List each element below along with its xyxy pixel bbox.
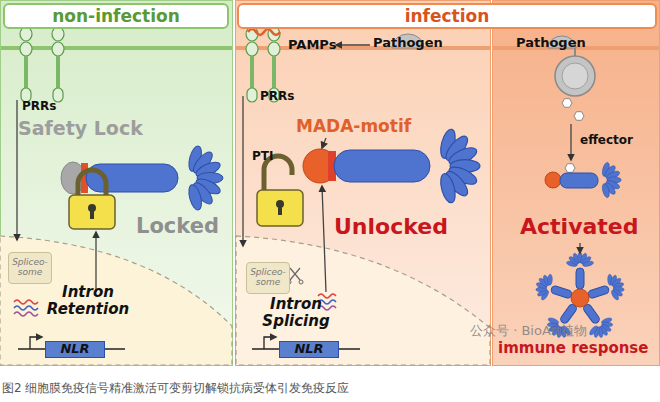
node-text: NLR — [294, 342, 323, 356]
nlr-protein-activated — [601, 162, 621, 199]
resistosome — [532, 271, 576, 309]
header-box: infection — [237, 3, 657, 29]
nucleus-region — [0, 236, 490, 365]
panel-backgrounds — [493, 1, 660, 366]
panel-backgrounds — [1, 1, 233, 366]
effector-protein — [574, 112, 584, 121]
cell-membrane — [1, 46, 232, 50]
signal-arrow — [322, 186, 326, 292]
node-text: Spliceo- some — [9, 258, 51, 278]
scissors-symbol — [290, 268, 300, 280]
padlock-closed — [69, 170, 115, 229]
pamp-molecule — [248, 29, 280, 35]
nlr-protein-activated — [545, 162, 621, 199]
node-text: infection — [405, 7, 490, 26]
node-text: non-infection — [52, 7, 180, 26]
nucleus-region — [236, 236, 490, 365]
watermark: 公众号 · BioArt植物 — [470, 324, 660, 339]
nlr-protein-unlocked — [438, 128, 480, 205]
mrna-transcripts — [14, 306, 38, 310]
nlr-protein-locked — [86, 164, 178, 192]
pathogen-cell — [555, 56, 595, 96]
pathogen-label: Pathogen — [373, 36, 463, 51]
nlr-protein-locked — [186, 145, 223, 212]
padlock-open — [278, 205, 282, 215]
outcome-label: immune response — [498, 340, 658, 357]
panel-backgrounds — [1, 1, 660, 366]
state-label: Locked — [136, 214, 231, 238]
signal-arrow — [579, 243, 580, 253]
signal-arrow — [570, 124, 571, 160]
nlr-protein-unlocked — [303, 149, 337, 183]
prr-receptor — [20, 27, 32, 102]
nlr-protein-activated — [545, 172, 561, 188]
padlock-open — [257, 156, 303, 226]
scissors-symbol — [299, 280, 303, 284]
nlr-protein-activated — [560, 173, 598, 188]
padlock-closed — [90, 209, 94, 219]
gene-track — [264, 337, 276, 349]
gene-track — [30, 337, 42, 349]
process-label: Intron Retention — [38, 284, 138, 319]
signal-arrow — [336, 44, 370, 45]
pamp-molecule — [248, 29, 280, 35]
prr-receptor — [246, 27, 258, 102]
prr-receptor — [20, 27, 280, 102]
state-label: Activated — [520, 214, 660, 239]
effector-protein — [565, 164, 575, 173]
molecule-label: PAMPs — [288, 38, 358, 53]
figure-caption: 图2 细胞膜免疫信号精准激活可变剪切解锁抗病受体引发免疫反应 — [2, 382, 652, 396]
signal-arrow — [322, 138, 326, 148]
scissors-symbol — [290, 268, 300, 280]
gene-box: NLR — [45, 341, 105, 358]
signal-arrow — [242, 96, 243, 246]
nlr-protein-unlocked — [334, 150, 430, 182]
resistosome — [571, 289, 589, 307]
signal-arrow — [16, 100, 17, 240]
pathway-label: PTI — [252, 150, 292, 164]
resistosome — [584, 271, 628, 309]
state-title: Safety Lock — [18, 118, 188, 140]
gene-box: NLR — [279, 341, 339, 358]
mrna-transcripts — [14, 312, 38, 316]
signal-arrow — [95, 232, 96, 292]
receptor-label: PRRs — [22, 100, 82, 114]
panel-backgrounds — [236, 1, 491, 366]
nlr-protein-unlocked — [303, 128, 480, 205]
header-box: non-infection — [3, 3, 229, 29]
padlock-open — [257, 190, 303, 226]
effector-label: effector — [580, 134, 655, 148]
effector-protein — [562, 99, 572, 108]
motif-label: MADA-motif — [296, 117, 436, 137]
process-label: Intron Splicing — [248, 296, 344, 331]
spliceosome-box: Spliceo- some — [246, 262, 290, 294]
state-label: Unlocked — [334, 214, 484, 239]
signal-arrow — [17, 45, 580, 292]
mrna-transcripts — [14, 300, 38, 304]
node-text: Spliceo- some — [247, 268, 289, 288]
node-text: NLR — [60, 342, 89, 356]
nucleus-region — [0, 236, 232, 365]
receptor-label: PRRs — [260, 90, 320, 104]
prr-receptor — [52, 27, 64, 102]
padlock-closed — [69, 195, 115, 229]
pathogen-label: Pathogen — [516, 36, 606, 51]
pathogen-cell — [562, 63, 588, 89]
spliceosome-box: Spliceo- some — [8, 252, 52, 284]
resistosome — [566, 252, 594, 289]
